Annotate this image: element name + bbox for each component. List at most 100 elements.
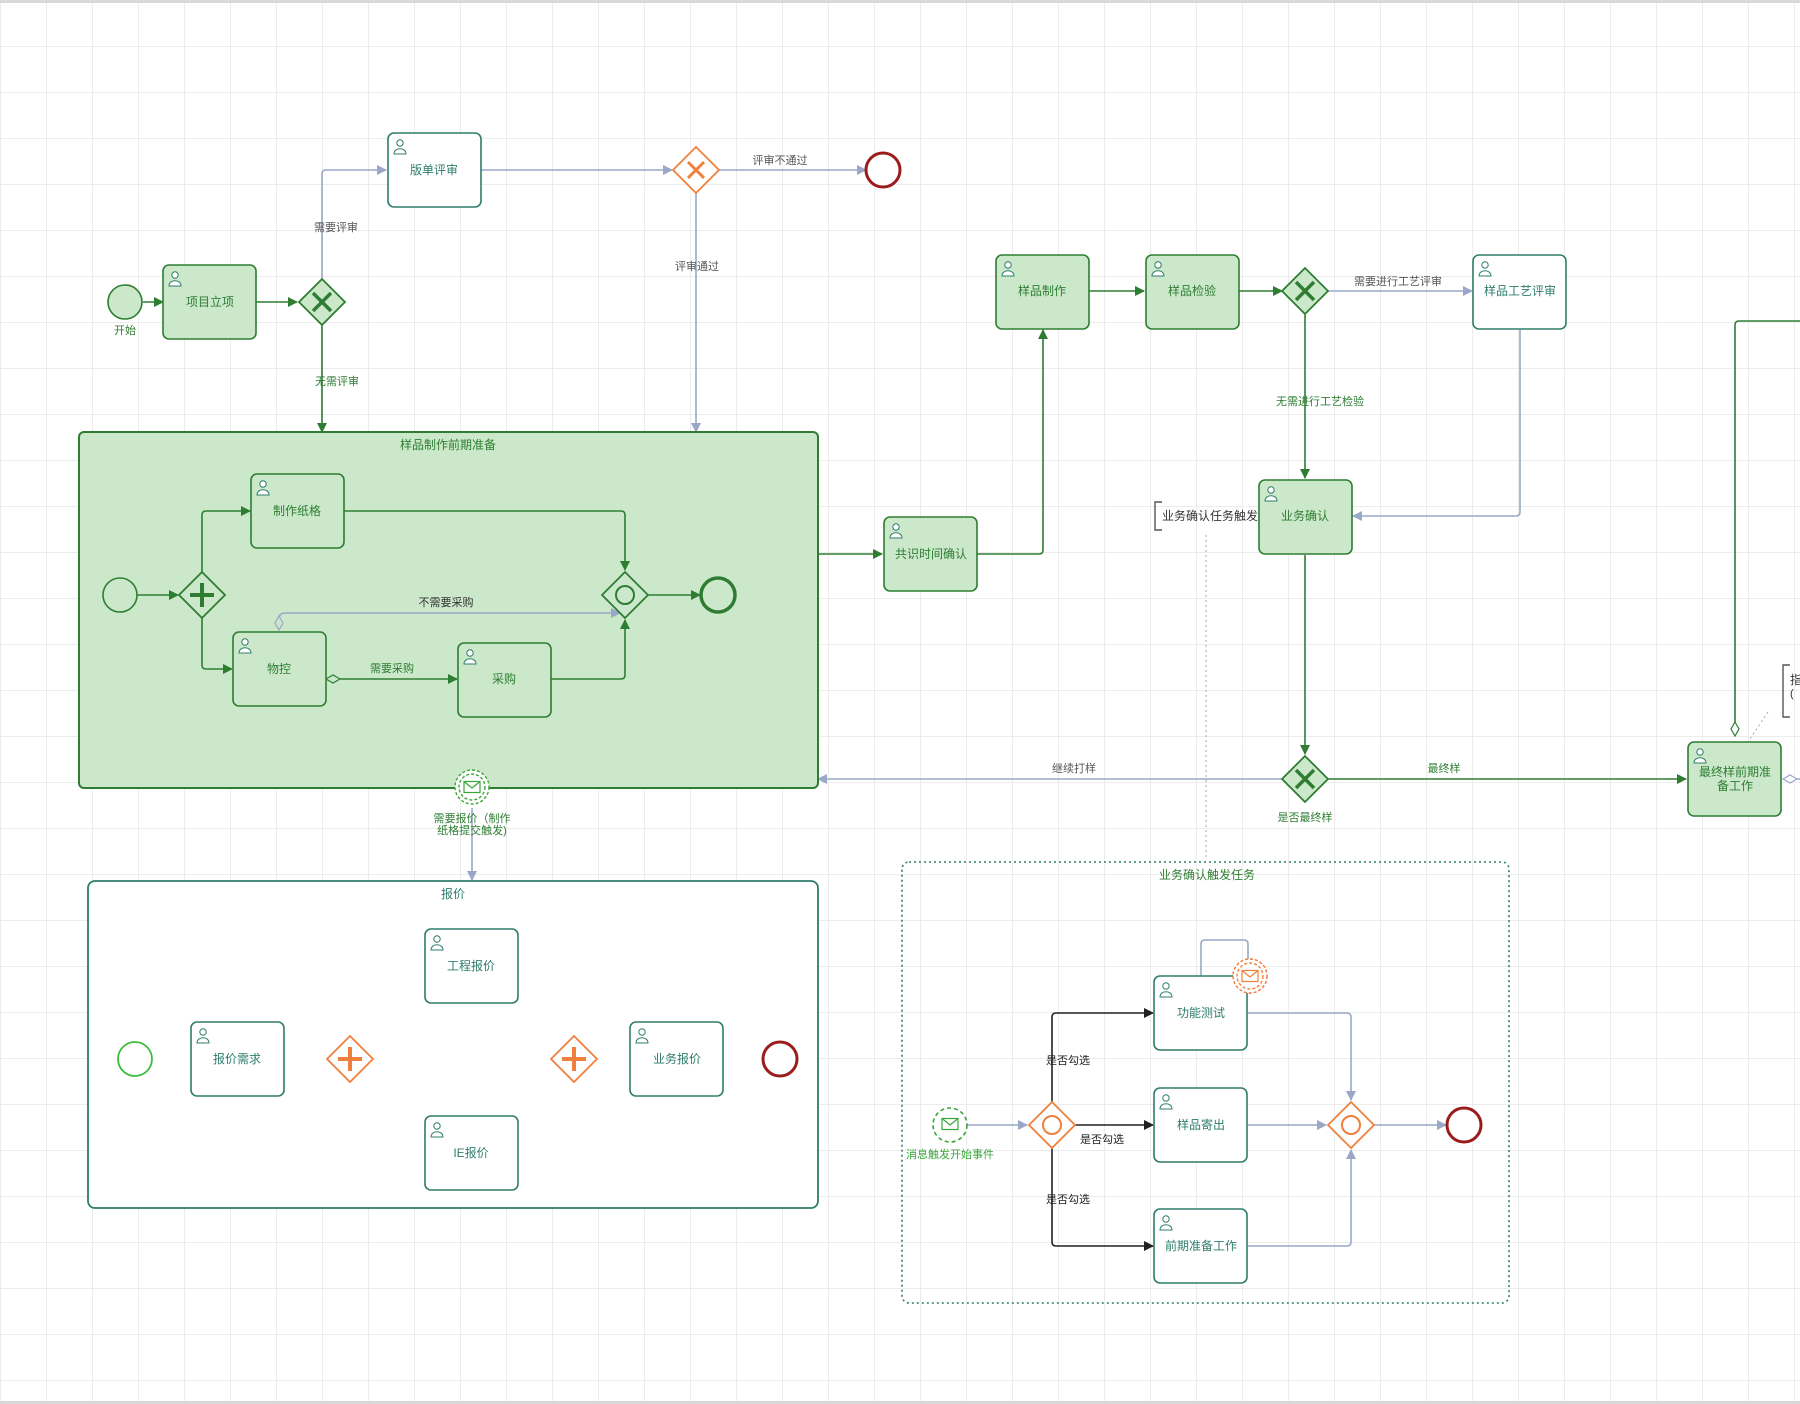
message-start-label: 消息触发开始事件 — [906, 1147, 994, 1161]
task-sample-make[interactable]: 样品制作 — [995, 254, 1090, 330]
flow-need-review — [321, 165, 387, 279]
task-time-confirm[interactable]: 共识时间确认 — [883, 516, 978, 592]
task-time-confirm-label: 共识时间确认 — [895, 547, 967, 561]
gateway-craft-exclusive[interactable] — [1280, 266, 1330, 316]
gateway-trigger-split[interactable] — [1027, 1100, 1077, 1150]
annotation-biz-trigger[interactable]: 业务确认任务触发 — [1154, 501, 1258, 531]
gateway-review-exclusive[interactable] — [297, 277, 347, 327]
gateway-prep-inclusive[interactable] — [600, 570, 650, 620]
task-final-prep-label-1: 最终样前期准 — [1699, 764, 1771, 779]
envelope-icon — [463, 780, 481, 794]
gateway-quote-join[interactable] — [549, 1034, 599, 1084]
label-no-craft: 无需进行工艺检验 — [1276, 394, 1364, 408]
message-boundary-label-1: 需要报价（制作 — [434, 811, 511, 825]
gateway-review-result[interactable] — [671, 145, 721, 195]
subprocess-prep-label: 样品制作前期准备 — [400, 437, 496, 452]
task-craft-review-label: 样品工艺评审 — [1484, 283, 1556, 298]
task-material-ctrl[interactable]: 物控 — [232, 631, 327, 707]
annotation-cut-right-text-2: ( — [1790, 688, 1794, 700]
annotation-cut-right[interactable]: 指 ( — [1782, 664, 1800, 718]
task-make-pattern[interactable]: 制作纸格 — [250, 473, 345, 549]
gateway-trigger-join[interactable] — [1326, 1100, 1376, 1150]
label-check-1: 是否勾选 — [1046, 1054, 1090, 1067]
quote-start-event[interactable] — [117, 1041, 153, 1077]
task-quote-req[interactable]: 报价需求 — [190, 1021, 285, 1097]
prep-inner-flows — [137, 506, 701, 684]
bottom-border — [0, 1401, 1800, 1404]
flow-confirm-to-make — [977, 329, 1048, 555]
label-no-review: 无需评审 — [315, 374, 359, 388]
task-final-prep-label-2: 备工作 — [1717, 779, 1753, 793]
task-sample-make-label: 样品制作 — [1018, 283, 1066, 298]
task-board-review-label: 版单评审 — [410, 162, 458, 177]
task-craft-review[interactable]: 样品工艺评审 — [1472, 254, 1567, 330]
label-final: 最终样 — [1428, 761, 1461, 775]
task-ie-quote-label: IE报价 — [453, 1145, 488, 1160]
func-test-boundary-overlay — [1232, 958, 1268, 994]
task-project-init-label: 项目立项 — [186, 294, 234, 309]
task-make-pattern-label: 制作纸格 — [273, 503, 321, 518]
flow-final-up — [1734, 320, 1800, 735]
flow-t-up — [1051, 1008, 1154, 1102]
envelope-icon — [941, 1117, 959, 1131]
label-need-purchase: 需要采购 — [370, 661, 414, 675]
gateway-final-exclusive[interactable] — [1280, 754, 1330, 804]
label-check-2: 是否勾选 — [1080, 1133, 1124, 1146]
subprocess-quote-label: 报价 — [441, 886, 465, 901]
label-review-fail: 评审不通过 — [753, 153, 808, 167]
label-no-purchase: 不需要采购 — [419, 595, 474, 609]
flow-t-down — [1051, 1148, 1154, 1251]
subprocess-quote[interactable]: 报价 — [87, 880, 819, 1209]
annotation-biz-trigger-text: 业务确认任务触发 — [1162, 508, 1258, 523]
task-project-init[interactable]: 项目立项 — [162, 264, 257, 340]
task-pre-work-label: 前期准备工作 — [1165, 1238, 1237, 1253]
task-quote-req-label: 报价需求 — [213, 1051, 261, 1066]
message-boundary-label-2: 纸格提交触发) — [437, 823, 507, 837]
message-boundary-event[interactable] — [454, 769, 490, 805]
start-event-label: 开始 — [114, 323, 136, 337]
task-eng-quote-label: 工程报价 — [447, 958, 495, 973]
end-event-review-fail[interactable] — [864, 151, 902, 189]
task-pre-work[interactable]: 前期准备工作 — [1153, 1208, 1248, 1284]
task-biz-quote[interactable]: 业务报价 — [629, 1021, 724, 1097]
flow-t-func-join — [1248, 1012, 1356, 1101]
label-need-review: 需要评审 — [314, 220, 358, 234]
task-purchase-label: 采购 — [492, 671, 516, 686]
quote-end-event[interactable] — [761, 1040, 799, 1078]
association-right — [1747, 711, 1769, 743]
flow-t-loop — [1200, 939, 1253, 977]
task-sample-ship-label: 样品寄出 — [1177, 1117, 1225, 1132]
task-ie-quote[interactable]: IE报价 — [424, 1115, 519, 1191]
task-material-ctrl-label: 物控 — [267, 662, 291, 676]
subprocess-biz-trigger-label: 业务确认触发任务 — [1159, 867, 1255, 882]
task-biz-confirm-label: 业务确认 — [1281, 508, 1329, 523]
task-sample-inspect[interactable]: 样品检验 — [1145, 254, 1240, 330]
gateway-prep-parallel[interactable] — [177, 570, 227, 620]
task-func-test[interactable]: 功能测试 — [1153, 975, 1248, 1051]
task-biz-quote-label: 业务报价 — [653, 1051, 701, 1066]
task-final-prep[interactable]: 最终样前期准 备工作 — [1687, 741, 1782, 817]
trigger-end-event[interactable] — [1445, 1106, 1483, 1144]
flow-craft-to-biz — [1352, 330, 1521, 521]
annotation-cut-right-text-1: 指 — [1790, 672, 1800, 687]
flow-t-pre-join — [1248, 1149, 1356, 1247]
gateway-final-label: 是否最终样 — [1278, 810, 1333, 824]
label-need-craft: 需要进行工艺评审 — [1354, 274, 1442, 288]
task-sample-ship[interactable]: 样品寄出 — [1153, 1087, 1248, 1163]
prep-inner-end-event[interactable] — [699, 576, 737, 614]
message-start-event[interactable] — [932, 1107, 968, 1143]
label-continue: 继续打样 — [1052, 761, 1096, 775]
task-func-test-label: 功能测试 — [1177, 1005, 1225, 1020]
prep-inner-start-event[interactable] — [102, 577, 138, 613]
label-review-pass: 评审通过 — [675, 259, 719, 273]
task-purchase[interactable]: 采购 — [457, 642, 552, 718]
task-sample-inspect-label: 样品检验 — [1168, 283, 1216, 298]
task-board-review[interactable]: 版单评审 — [387, 132, 482, 208]
start-event[interactable] — [107, 284, 143, 320]
gateway-quote-split[interactable] — [325, 1034, 375, 1084]
task-biz-confirm[interactable]: 业务确认 — [1258, 479, 1353, 555]
task-eng-quote[interactable]: 工程报价 — [424, 928, 519, 1004]
flow-labels: 需要评审 无需评审 评审不通过 评审通过 不需要采购 需要采购 需要进行工艺评审… — [314, 153, 1461, 1206]
subprocess-biz-trigger[interactable]: 业务确认触发任务 — [901, 861, 1510, 1304]
